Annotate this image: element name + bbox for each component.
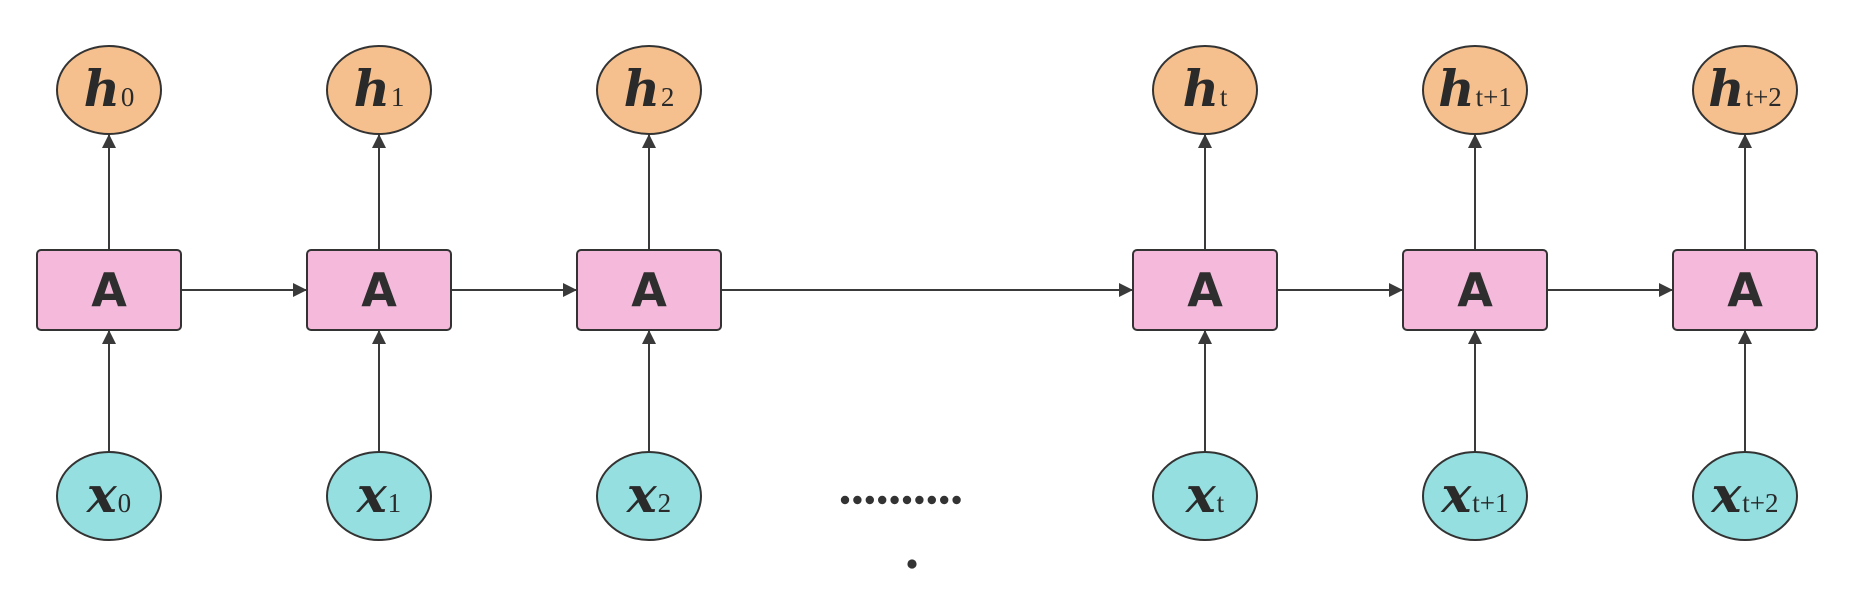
input-symbol: x — [626, 465, 658, 524]
hidden-state-circle — [1422, 45, 1528, 135]
hidden-state-subscript: t+1 — [1476, 82, 1512, 112]
input-label: xt — [1185, 465, 1225, 524]
hidden-state-node: ht+1 — [1422, 45, 1528, 135]
ellipsis-dot — [878, 495, 887, 505]
rnn-cell-label: A — [91, 263, 127, 317]
hidden-state-label: h1 — [354, 59, 405, 118]
input-circle — [1152, 451, 1258, 541]
hidden-state-subscript: 2 — [661, 82, 675, 112]
input-symbol: x — [1710, 465, 1742, 524]
input-node: x1 — [326, 451, 432, 541]
hidden-state-label: h2 — [624, 59, 675, 118]
hidden-state-circle — [56, 45, 162, 135]
ellipsis-dot — [902, 495, 912, 505]
hidden-state-symbol: h — [1183, 59, 1219, 118]
hidden-state-symbol: h — [624, 59, 660, 118]
hidden-state-symbol: h — [1438, 59, 1474, 118]
rnn-cell: A — [36, 249, 182, 331]
input-subscript: t — [1217, 488, 1225, 518]
ellipsis-dot — [865, 495, 874, 505]
hidden-state-label: ht+1 — [1438, 59, 1512, 118]
input-label: x2 — [626, 465, 671, 524]
input-circle — [1422, 451, 1528, 541]
hidden-state-subscript: 0 — [121, 82, 135, 112]
ellipsis-dot-lower — [907, 559, 917, 569]
hidden-state-node: ht+2 — [1692, 45, 1798, 135]
ellipsis-dot — [840, 495, 850, 505]
hidden-state-circle — [1152, 45, 1258, 135]
hidden-state-symbol: h — [354, 59, 390, 118]
hidden-state-label: ht — [1183, 59, 1228, 118]
rnn-cell-box — [36, 249, 182, 331]
input-symbol: x — [1185, 465, 1217, 524]
hidden-state-node: h1 — [326, 45, 432, 135]
input-circle — [56, 451, 162, 541]
rnn-cell-label: A — [1457, 263, 1493, 317]
input-subscript: t+1 — [1472, 488, 1508, 518]
hidden-state-circle — [326, 45, 432, 135]
input-label: x1 — [356, 465, 401, 524]
input-subscript: 1 — [388, 488, 402, 518]
hidden-state-subscript: 1 — [391, 82, 405, 112]
rnn-cell-box — [306, 249, 452, 331]
hidden-state-node: ht — [1152, 45, 1258, 135]
input-subscript: 2 — [658, 488, 672, 518]
hidden-state-symbol: h — [84, 59, 120, 118]
rnn-cell: A — [306, 249, 452, 331]
hidden-state-label: h0 — [84, 59, 135, 118]
input-label: x0 — [86, 465, 131, 524]
rnn-cell-label: A — [1187, 263, 1223, 317]
input-symbol: x — [86, 465, 118, 524]
input-label: xt+2 — [1710, 465, 1778, 524]
input-symbol: x — [1440, 465, 1472, 524]
hidden-state-circle — [596, 45, 702, 135]
input-circle — [326, 451, 432, 541]
edges-layer — [102, 134, 1752, 452]
rnn-cell-box — [576, 249, 722, 331]
rnn-cell-box — [1672, 249, 1818, 331]
rnn-cell-box — [1132, 249, 1278, 331]
hidden-state-node: h2 — [596, 45, 702, 135]
hidden-state-label: ht+2 — [1708, 59, 1782, 118]
ellipsis-dot — [853, 495, 862, 505]
input-node: xt — [1152, 451, 1258, 541]
ellipsis-dot — [890, 495, 899, 505]
input-subscript: t+2 — [1742, 488, 1778, 518]
hidden-state-subscript: t+2 — [1746, 82, 1782, 112]
input-node: x0 — [56, 451, 162, 541]
input-label: xt+1 — [1440, 465, 1508, 524]
rnn-cell: A — [1402, 249, 1548, 331]
rnn-cell-box — [1402, 249, 1548, 331]
input-node: xt+2 — [1692, 451, 1798, 541]
hidden-state-subscript: t — [1220, 82, 1228, 112]
rnn-cell: A — [1672, 249, 1818, 331]
rnn-cell-label: A — [1727, 263, 1763, 317]
hidden-state-symbol: h — [1708, 59, 1744, 118]
rnn-cell-label: A — [361, 263, 397, 317]
ellipsis-dot — [927, 495, 936, 505]
hidden-state-circle — [1692, 45, 1798, 135]
rnn-cell: A — [1132, 249, 1278, 331]
input-circle — [1692, 451, 1798, 541]
ellipsis-dot — [915, 495, 924, 505]
sequence-ellipsis — [840, 495, 961, 569]
rnn-cell: A — [576, 249, 722, 331]
input-subscript: 0 — [118, 488, 132, 518]
input-node: xt+1 — [1422, 451, 1528, 541]
input-symbol: x — [356, 465, 388, 524]
ellipsis-dot — [952, 495, 961, 505]
input-node: x2 — [596, 451, 702, 541]
input-circle — [596, 451, 702, 541]
hidden-state-node: h0 — [56, 45, 162, 135]
rnn-cell-label: A — [631, 263, 667, 317]
ellipsis-dot — [940, 495, 949, 505]
